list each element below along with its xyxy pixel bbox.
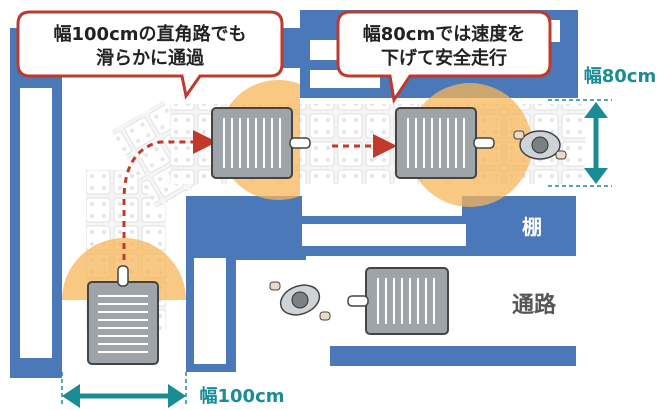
aisle-label: 通路 (512, 292, 557, 318)
worker-icon (513, 130, 567, 160)
robot-cart-icon (395, 107, 495, 179)
callout-right-line2: 下げて安全走行 (381, 47, 507, 69)
callout-left-line1: 幅100cmの直角路でも (54, 23, 247, 45)
worker-icon (269, 281, 331, 321)
shelf-label: 棚 (522, 215, 542, 239)
path-turn-arrow (122, 130, 217, 260)
callout-left: 幅100cmの直角路でも 滑らかに通過 (16, 10, 284, 100)
robot-cart-icon (211, 107, 311, 179)
width-80-label: 幅80cm (584, 65, 656, 87)
callout-right: 幅80cmでは速度を 下げて安全走行 (336, 10, 552, 104)
aisle-guides (61, 99, 612, 404)
path-arrows (122, 130, 397, 260)
width-100-label: 幅100cm (200, 385, 285, 407)
dimension-80: 幅80cm (584, 65, 656, 184)
dimension-100: 幅100cm (62, 384, 285, 408)
callout-right-line1: 幅80cmでは速度を (363, 23, 525, 45)
shelf-bottom (330, 346, 576, 366)
callout-left-line2: 滑らかに通過 (96, 48, 205, 69)
robot-cart-icon (347, 267, 449, 335)
robot-cart-icon (87, 265, 159, 365)
